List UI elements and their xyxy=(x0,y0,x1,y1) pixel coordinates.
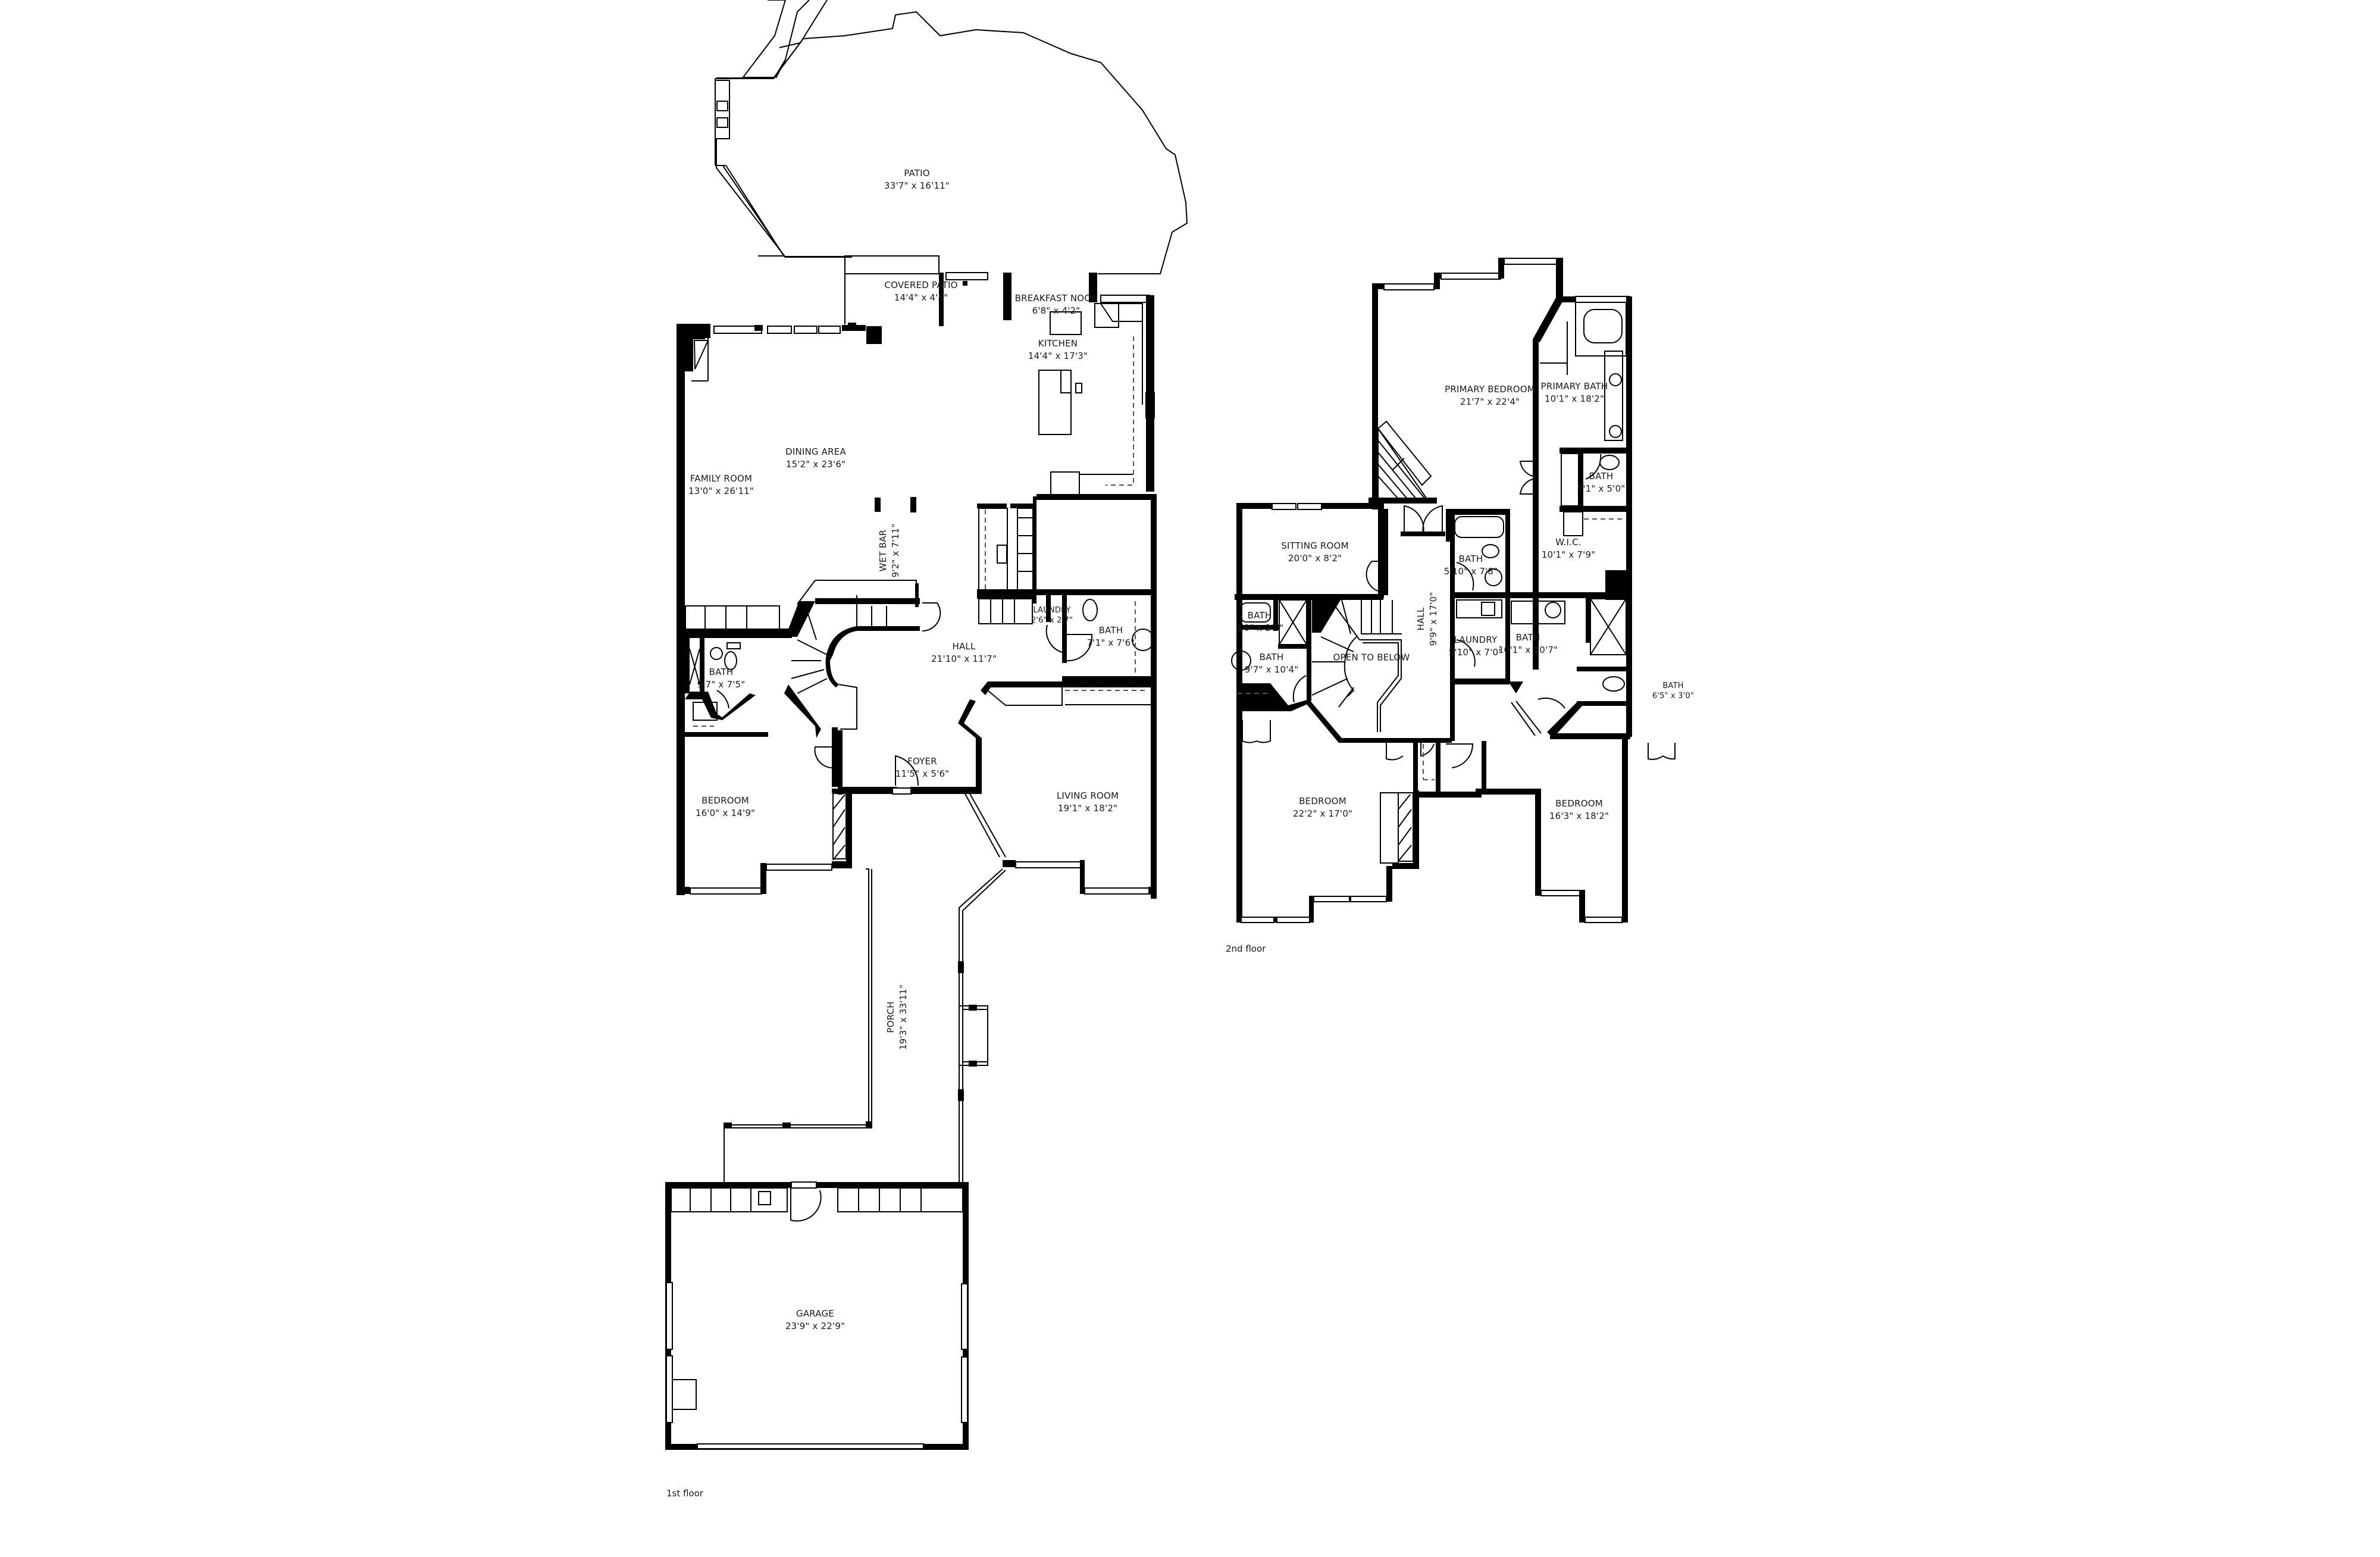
room-label-bath-west: BATH 9'7" x 7'5" xyxy=(697,667,746,690)
room-label-hall: HALL 21'10" x 11'7" xyxy=(931,641,997,664)
room-label-primary-bedroom: PRIMARY BEDROOM 21'7" x 22'4" xyxy=(1445,384,1535,407)
floor-label-1st: 1st floor xyxy=(666,1488,703,1499)
room-label-wic: W.I.C. 10'1" x 7'9" xyxy=(1541,537,1596,560)
west-exterior-wall xyxy=(677,324,685,895)
second-floor-plan xyxy=(1231,258,1676,923)
room-label-bedroom-1st: BEDROOM 16'0" x 14'9" xyxy=(695,795,756,818)
east-exterior-wall xyxy=(1151,494,1157,899)
room-label-laundry: LAUNDRY 2'6" x 2'7" xyxy=(1031,606,1073,625)
room-label-bath-9-7: BATH 9'7" x 10'4" xyxy=(1244,652,1299,675)
room-label-bath-5-10: BATH 5'10" x 7'8" xyxy=(1443,554,1498,577)
room-label-open-to-below: OPEN TO BELOW xyxy=(1333,652,1410,663)
room-label-breakfast-nook: BREAKFAST NOOK 6'8" x 4'2" xyxy=(1014,293,1098,316)
room-label-covered-patio: COVERED PATIO 14'4" x 4'5" xyxy=(884,280,958,303)
room-label-bath-east: BATH 7'1" x 7'6" xyxy=(1086,625,1135,648)
kitchen-island xyxy=(1038,370,1072,435)
room-label-bath-10-1: BATH 10'1" x 10'7" xyxy=(1498,632,1558,655)
room-label-bath-6-5: BATH 6'5" x 3'0" xyxy=(1652,681,1695,701)
room-label-foyer: FOYER 11'5" x 5'6" xyxy=(895,756,950,779)
room-label-sitting-room: SITTING ROOM 20'0" x 8'2" xyxy=(1281,540,1349,564)
room-label-porch: PORCH 19'3" x 33'11" xyxy=(885,984,909,1050)
room-label-laundry-2nd: LAUNDRY 5'10" x 7'0" xyxy=(1448,634,1503,658)
room-label-family-room: FAMILY ROOM 13'0" x 26'11" xyxy=(688,473,754,496)
room-label-kitchen: KITCHEN 14'4" x 17'3" xyxy=(1028,338,1088,361)
room-label-wet-bar: WET BAR 9'2" x 7'11" xyxy=(878,523,901,578)
room-label-primary-bath: PRIMARY BATH 10'1" x 18'2" xyxy=(1540,381,1608,404)
room-label-bath-5-1: BATH 5'1" x 5'0" xyxy=(1577,471,1626,494)
room-label-patio: PATIO 33'7" x 16'11" xyxy=(884,168,950,191)
first-floor-plan xyxy=(665,0,1188,1450)
patio-boundary xyxy=(715,0,852,257)
patio-outline xyxy=(716,0,810,79)
covered-patio-roof xyxy=(844,255,940,274)
room-label-bedroom-east-2nd: BEDROOM 16'3" x 18'2" xyxy=(1549,798,1609,821)
room-label-living-room-text: LIVING ROOM 19'1" x 18'2" xyxy=(1056,790,1119,814)
room-label-bedroom-west-2nd: BEDROOM 22'2" x 17'0" xyxy=(1292,796,1353,819)
patio-edge xyxy=(715,11,1188,274)
room-label-garage: GARAGE 23'9" x 22'9" xyxy=(785,1308,845,1331)
floor-label-2nd: 2nd floor xyxy=(1226,943,1266,954)
room-label-dining-area: DINING AREA 15'2" x 23'6" xyxy=(785,446,846,470)
room-label-bath-6-0: BATH 6'0" x 2'7" xyxy=(1235,610,1284,633)
room-label-hall-2nd: HALL 9'9" x 17'0" xyxy=(1416,592,1439,646)
